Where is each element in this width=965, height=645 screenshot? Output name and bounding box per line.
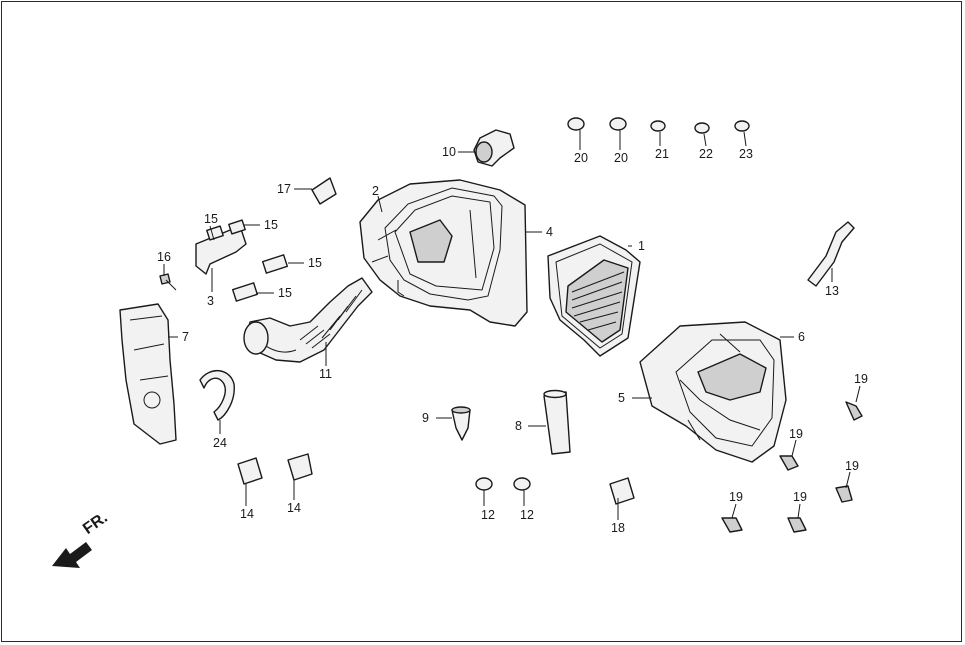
callout-10: 10 xyxy=(442,145,456,159)
callout-3: 3 xyxy=(207,294,214,308)
callout-16: 16 xyxy=(157,250,171,264)
callout-1: 1 xyxy=(638,239,645,253)
callout-13: 13 xyxy=(825,284,839,298)
callout-19b: 19 xyxy=(789,427,803,441)
air-filter-element xyxy=(547,235,641,357)
small-bracket xyxy=(311,177,337,205)
callout-9: 9 xyxy=(422,411,429,425)
callout-18: 18 xyxy=(611,521,625,535)
callout-19c: 19 xyxy=(845,459,859,473)
hose-band xyxy=(199,370,235,421)
callout-leader-lines xyxy=(163,130,861,520)
air-cleaner-lower-case xyxy=(639,321,787,463)
callout-14b: 14 xyxy=(287,501,301,515)
case-bolts xyxy=(721,401,863,533)
front-direction-arrow-icon xyxy=(52,542,92,568)
callout-12b: 12 xyxy=(520,508,534,522)
callout-19a: 19 xyxy=(854,372,868,386)
drain-plug xyxy=(451,406,471,441)
callout-24: 24 xyxy=(213,436,227,450)
callout-15b: 15 xyxy=(264,218,278,232)
callout-21: 21 xyxy=(655,147,669,161)
callout-17: 17 xyxy=(277,182,291,196)
callout-12a: 12 xyxy=(481,508,495,522)
callout-20a: 20 xyxy=(574,151,588,165)
hose-clips xyxy=(237,117,750,505)
callout-5: 5 xyxy=(618,391,625,405)
bracket-with-pads xyxy=(195,219,289,302)
callout-2: 2 xyxy=(372,184,379,198)
callout-4: 4 xyxy=(546,225,553,239)
callout-15a: 15 xyxy=(204,212,218,226)
callout-15d: 15 xyxy=(278,286,292,300)
elbow-joint xyxy=(473,129,515,167)
small-bolt xyxy=(159,273,177,291)
intake-duct xyxy=(243,277,373,363)
heat-shield-plate xyxy=(119,303,177,445)
callout-6: 6 xyxy=(798,330,805,344)
callout-15c: 15 xyxy=(308,256,322,270)
callout-19e: 19 xyxy=(793,490,807,504)
drain-tube xyxy=(543,389,571,455)
breather-hose xyxy=(807,221,855,287)
callout-20b: 20 xyxy=(614,151,628,165)
callout-19d: 19 xyxy=(729,490,743,504)
callout-22: 22 xyxy=(699,147,713,161)
air-cleaner-upper-case xyxy=(359,179,528,327)
callout-23: 23 xyxy=(739,147,753,161)
callout-11: 11 xyxy=(319,367,332,381)
callout-14a: 14 xyxy=(240,507,254,521)
callout-8: 8 xyxy=(515,419,522,433)
callout-7: 7 xyxy=(182,330,189,344)
